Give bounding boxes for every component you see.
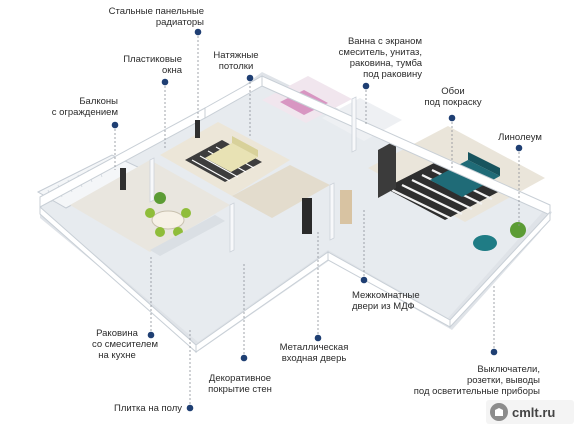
label-switches: Выключатели, розетки, выводы под осветит…: [414, 364, 540, 397]
label-switches-line-3: под осветительные приборы: [413, 386, 540, 397]
label-sink: Раковина со смесителем на кухне: [92, 328, 158, 361]
label-bathroom-line-4: под раковину: [363, 69, 422, 80]
label-interior-doors-line-2: двери из МДФ: [352, 301, 415, 312]
markers: [111, 28, 523, 412]
label-linoleum: Линолеум: [490, 132, 550, 143]
label-balconies-line-2: с ограждением: [51, 107, 118, 118]
label-tiles: Плитка на полу: [114, 403, 182, 414]
entrance-door: [302, 198, 312, 234]
label-wallpaper-line-2: под покраску: [424, 97, 482, 108]
kitchen-counter: [150, 215, 225, 256]
label-entrance-door-line-2: входная дверь: [281, 353, 347, 364]
tv-wall: [378, 140, 396, 198]
chair-3: [155, 227, 165, 237]
label-sink-line-3: на кухне: [98, 350, 136, 361]
kitchen-table: [151, 210, 185, 230]
floor-left: [42, 75, 548, 342]
label-bathroom-line-2: смеситель, унитаз,: [338, 47, 422, 58]
sofa-back: [468, 152, 500, 176]
living-rug: [385, 160, 500, 220]
label-wall-finish-line-1: Декоративное: [208, 373, 272, 384]
label-entrance-door-line-1: Металлическая: [279, 342, 349, 353]
label-windows: Пластиковые окна: [123, 54, 182, 76]
watermark-logo-icon: [490, 403, 508, 421]
label-radiators: Стальные панельные радиаторы: [109, 6, 204, 28]
interior-door: [340, 190, 352, 224]
label-wallpaper: Обои под покраску: [422, 86, 484, 108]
corridor-floor: [232, 165, 330, 218]
chair-2: [181, 208, 191, 218]
radiator-1: [120, 168, 126, 190]
label-sink-line-1: Раковина: [96, 328, 138, 339]
label-balconies: Балконы с ограждением: [52, 96, 118, 118]
label-balconies-line-1: Балконы: [79, 96, 118, 107]
sofa: [430, 160, 500, 197]
label-sink-line-2: со смесителем: [92, 339, 158, 350]
label-windows-line-1: Пластиковые: [123, 54, 182, 65]
label-radiators-line-1: Стальные панельные: [108, 6, 204, 17]
partitions: [149, 96, 357, 253]
label-radiators-line-2: радиаторы: [155, 17, 204, 28]
label-entrance-door: Металлическая входная дверь: [272, 342, 356, 364]
bed: [205, 143, 258, 172]
plant-1: [510, 222, 526, 238]
label-windows-line-2: окна: [162, 65, 182, 76]
label-tiles-line-1: Плитка на полу: [114, 403, 182, 414]
label-bathroom: Ванна с экраном смеситель, унитаз, раков…: [339, 36, 422, 80]
walls: [39, 75, 551, 354]
label-interior-doors-line-1: Межкомнатные: [352, 290, 420, 301]
kitchen-floor: [70, 160, 230, 252]
armchair: [473, 235, 497, 251]
bed-headboard: [232, 136, 258, 157]
label-ceilings-line-1: Натяжные: [213, 50, 259, 61]
watermark: cmlt.ru: [486, 400, 574, 424]
radiator-2: [195, 120, 200, 138]
label-bathroom-line-3: раковина, тумба: [349, 58, 422, 69]
label-interior-doors: Межкомнатные двери из МДФ: [352, 290, 420, 312]
label-wall-finish: Декоративное покрытие стен: [198, 373, 282, 395]
label-linoleum-line-1: Линолеум: [498, 132, 542, 143]
label-ceilings-line-2: потолки: [218, 61, 254, 72]
label-bathroom-line-1: Ванна с экраном: [347, 36, 422, 47]
chair-1: [145, 208, 155, 218]
label-wall-finish-line-2: покрытие стен: [208, 384, 272, 395]
label-ceilings: Натяжные потолки: [212, 50, 260, 72]
label-switches-line-1: Выключатели,: [477, 364, 540, 375]
watermark-text: cmlt.ru: [512, 404, 556, 420]
plant-2: [154, 192, 166, 204]
label-switches-line-2: розетки, выводы: [466, 375, 540, 386]
label-wallpaper-line-1: Обои: [441, 86, 465, 97]
